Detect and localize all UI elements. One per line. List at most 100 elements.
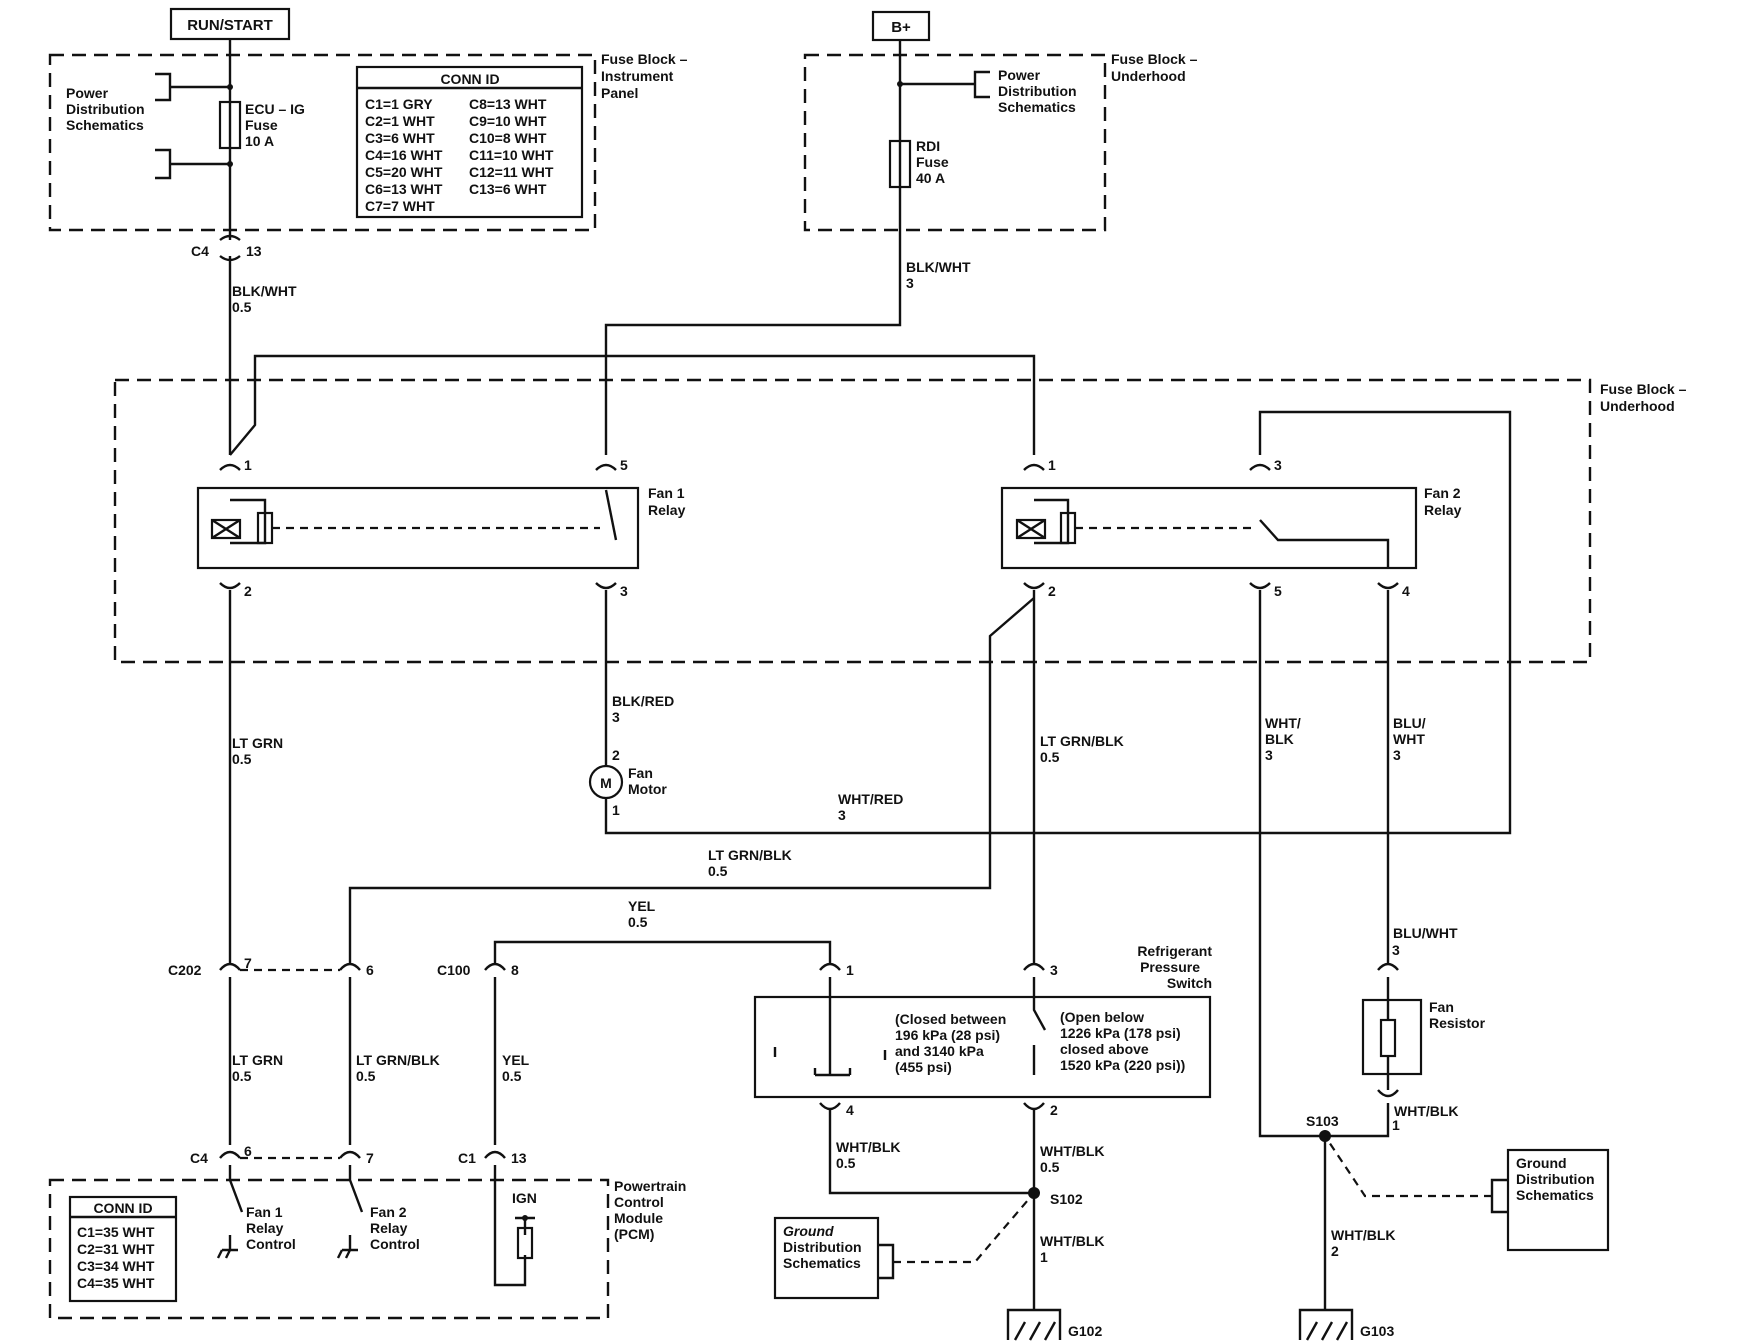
svg-text:Schematics: Schematics	[1516, 1187, 1594, 1203]
svg-text:C4: C4	[190, 1150, 208, 1166]
ground-g102: G102	[1006, 1308, 1102, 1341]
svg-text:Ground: Ground	[1516, 1155, 1567, 1171]
svg-text:C1=35 WHT: C1=35 WHT	[77, 1224, 155, 1240]
svg-text:C1=1 GRY: C1=1 GRY	[365, 96, 433, 112]
svg-text:BLK/RED: BLK/RED	[612, 693, 674, 709]
svg-text:C4=16 WHT: C4=16 WHT	[365, 147, 443, 163]
svg-text:C4=35 WHT: C4=35 WHT	[77, 1275, 155, 1291]
svg-text:0.5: 0.5	[628, 914, 648, 930]
svg-text:Fan 2: Fan 2	[370, 1204, 407, 1220]
splice-s102: S102	[1028, 1187, 1083, 1207]
svg-text:YEL: YEL	[502, 1052, 530, 1068]
ecu-ig-fuse-label-2: Fuse	[245, 117, 278, 133]
svg-text:C5=20 WHT: C5=20 WHT	[365, 164, 443, 180]
fuse-block-ip-title-3: Panel	[601, 85, 638, 101]
svg-text:Schematics: Schematics	[783, 1255, 861, 1271]
svg-text:Module: Module	[614, 1210, 663, 1226]
connector-symbols	[219, 234, 1399, 1160]
wire-labels: BLK/WHT 0.5 BLK/WHT 3 LT GRN 0.5 BLK/RED…	[232, 259, 1459, 1265]
svg-text:1520 kPa (220 psi)): 1520 kPa (220 psi))	[1060, 1057, 1185, 1073]
pin-labels: C4 13 1 5 2 3 1 3 2 5 4 2 1 C202 7 6 C10…	[168, 243, 1410, 1166]
svg-text:Distribution: Distribution	[783, 1239, 862, 1255]
svg-text:Control: Control	[614, 1194, 664, 1210]
svg-text:Underhood: Underhood	[1111, 68, 1186, 84]
pcm-conn-id-title: CONN ID	[93, 1200, 152, 1216]
fuse-block-ip-title-2: Instrument	[601, 68, 674, 84]
pds-ip-1: Power	[66, 85, 109, 101]
refrigerant-pressure-switch: Refrigerant Pressure Switch (Closed betw…	[753, 943, 1212, 1099]
ip-conn-right-column: C8=13 WHT C9=10 WHT C10=8 WHT C11=10 WHT…	[469, 96, 554, 197]
svg-text:WHT/: WHT/	[1265, 715, 1301, 731]
svg-text:C10=8 WHT: C10=8 WHT	[469, 130, 547, 146]
svg-text:3: 3	[1050, 962, 1058, 978]
svg-text:C4: C4	[191, 243, 209, 259]
svg-text:3: 3	[1274, 457, 1282, 473]
svg-text:196 kPa (28 psi): 196 kPa (28 psi)	[895, 1027, 1000, 1043]
rdi-fuse-label-3: 40 A	[916, 170, 945, 186]
svg-text:and 3140 kPa: and 3140 kPa	[895, 1043, 984, 1059]
svg-text:(455 psi): (455 psi)	[895, 1059, 952, 1075]
svg-text:4: 4	[846, 1102, 854, 1118]
fuse-block-underhood: Fuse Block – Underhood	[113, 378, 1687, 664]
wires	[228, 39, 1512, 1310]
svg-text:3: 3	[612, 709, 620, 725]
svg-text:2: 2	[612, 747, 620, 763]
svg-text:13: 13	[246, 243, 262, 259]
svg-text:1: 1	[1040, 1249, 1048, 1265]
svg-text:8: 8	[511, 962, 519, 978]
svg-text:5: 5	[1274, 583, 1282, 599]
svg-text:C1: C1	[458, 1150, 476, 1166]
svg-text:1: 1	[612, 802, 620, 818]
svg-text:2: 2	[244, 583, 252, 599]
svg-text:3: 3	[620, 583, 628, 599]
svg-text:Powertrain: Powertrain	[614, 1178, 686, 1194]
svg-text:WHT/RED: WHT/RED	[838, 791, 903, 807]
ecu-ig-fuse-label-1: ECU – IG	[245, 101, 305, 117]
svg-text:0.5: 0.5	[232, 299, 252, 315]
svg-text:Switch: Switch	[1167, 975, 1212, 991]
svg-text:C7=7 WHT: C7=7 WHT	[365, 198, 435, 214]
svg-text:1: 1	[1048, 457, 1056, 473]
svg-text:2: 2	[1331, 1243, 1339, 1259]
svg-text:Fan 1: Fan 1	[246, 1204, 283, 1220]
fan-1-relay-label-2: Relay	[648, 502, 686, 518]
svg-text:BLU/: BLU/	[1393, 715, 1426, 731]
svg-text:YEL: YEL	[628, 898, 656, 914]
pds-ip-3: Schematics	[66, 117, 144, 133]
svg-text:LT GRN/BLK: LT GRN/BLK	[1040, 733, 1124, 749]
svg-text:C6=13 WHT: C6=13 WHT	[365, 181, 443, 197]
svg-text:C3=6 WHT: C3=6 WHT	[365, 130, 435, 146]
ground-g103: G103	[1298, 1308, 1394, 1341]
svg-text:Motor: Motor	[628, 781, 667, 797]
svg-text:Control: Control	[370, 1236, 420, 1252]
svg-text:Fan: Fan	[1429, 999, 1454, 1015]
svg-text:0.5: 0.5	[356, 1068, 376, 1084]
svg-text:Underhood: Underhood	[1600, 398, 1675, 414]
rdi-fuse-label-2: Fuse	[916, 154, 949, 170]
svg-text:C202: C202	[168, 962, 202, 978]
fan-2-relay: Fan 2 Relay	[1000, 485, 1462, 570]
svg-text:0.5: 0.5	[232, 751, 252, 767]
svg-text:C12=11 WHT: C12=11 WHT	[469, 164, 554, 180]
svg-text:0.5: 0.5	[836, 1155, 856, 1171]
svg-text:WHT/BLK: WHT/BLK	[836, 1139, 901, 1155]
svg-text:Relay: Relay	[246, 1220, 284, 1236]
svg-text:2: 2	[1048, 583, 1056, 599]
svg-text:3: 3	[838, 807, 846, 823]
svg-text:LT GRN: LT GRN	[232, 735, 283, 751]
svg-text:LT GRN/BLK: LT GRN/BLK	[356, 1052, 440, 1068]
svg-text:C8=13 WHT: C8=13 WHT	[469, 96, 547, 112]
svg-text:Schematics: Schematics	[998, 99, 1076, 115]
svg-text:6: 6	[366, 962, 374, 978]
fuse-block-ip-title-1: Fuse Block –	[601, 51, 688, 67]
splice-s103: S103	[1306, 1113, 1339, 1142]
ip-conn-id-title: CONN ID	[440, 71, 499, 87]
svg-text:LT GRN: LT GRN	[232, 1052, 283, 1068]
svg-text:0.5: 0.5	[708, 863, 728, 879]
run-start-source: RUN/START	[169, 7, 291, 41]
pds-ip-2: Distribution	[66, 101, 145, 117]
ground-distribution-right: Ground Distribution Schematics	[1324, 1135, 1610, 1252]
svg-text:WHT/BLK: WHT/BLK	[1331, 1227, 1396, 1243]
svg-text:B+: B+	[891, 19, 911, 36]
svg-text:0.5: 0.5	[232, 1068, 252, 1084]
